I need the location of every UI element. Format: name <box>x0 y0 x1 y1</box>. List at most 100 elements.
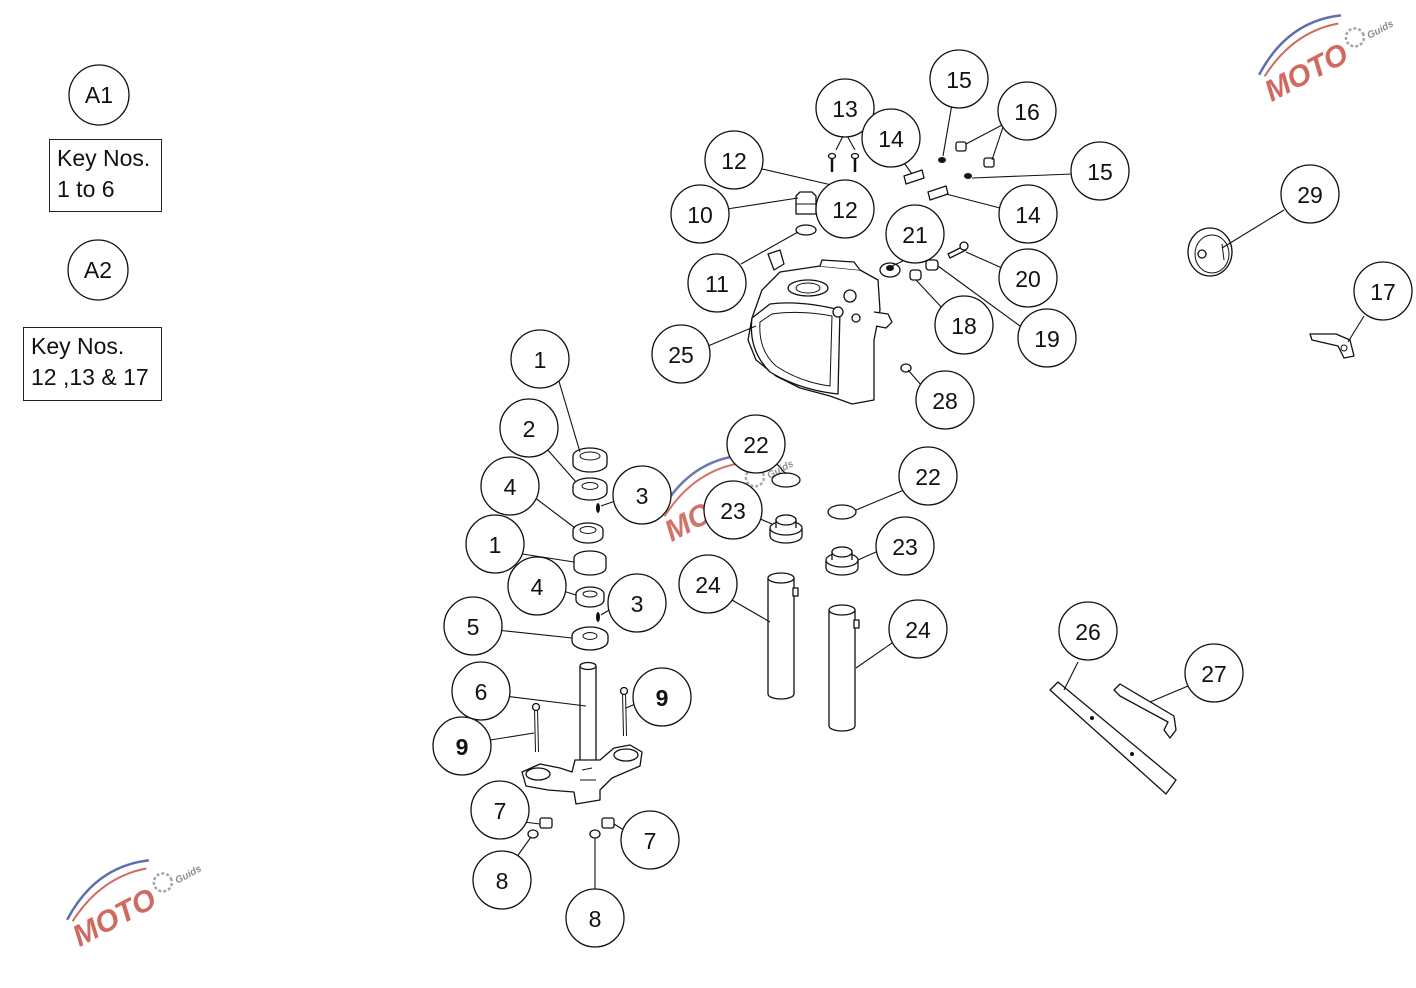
callout-label: 6 <box>475 679 488 705</box>
part-seal-lower <box>571 626 609 651</box>
callout-label: 4 <box>504 474 517 500</box>
callout-c12a: 12 <box>704 130 764 190</box>
part-oring-15-upper <box>938 157 946 163</box>
part-bolt-28 <box>900 363 912 373</box>
callout-c9b: 9 <box>632 667 692 727</box>
part-nut-right-upper <box>601 817 615 829</box>
callout-circle <box>875 516 935 576</box>
part-bearing-lower <box>575 586 605 608</box>
part-seal-ring-right <box>827 504 857 520</box>
callout-c2: 2 <box>499 398 559 458</box>
callout-label: 27 <box>1201 661 1227 687</box>
part-bolt-20 <box>947 241 969 259</box>
part-oring-15-lower <box>964 173 972 179</box>
callout-label: 29 <box>1297 182 1323 208</box>
part-spacer-18 <box>909 269 922 281</box>
callout-label: 5 <box>467 614 480 640</box>
callout-label: 8 <box>496 868 509 894</box>
callout-c7a: 7 <box>470 780 530 840</box>
legend-a1-badge: A1 <box>68 64 130 126</box>
callout-c1a: 1 <box>510 329 570 389</box>
callout-label: 1 <box>534 347 547 373</box>
part-plate-26 <box>1049 681 1177 795</box>
svg-text:MOTO: MOTO <box>67 882 161 953</box>
callout-c24a: 24 <box>678 554 738 614</box>
callout-circle <box>451 661 511 721</box>
callout-label: 3 <box>636 483 649 509</box>
part-spacer-19 <box>925 259 939 271</box>
callout-circle <box>888 599 948 659</box>
callout-label: 23 <box>892 534 918 560</box>
callout-circle <box>934 295 994 355</box>
callout-label: 12 <box>721 148 747 174</box>
callout-label: 19 <box>1034 326 1060 352</box>
part-nut-left-upper <box>539 817 553 829</box>
part-bolt-long-left <box>531 702 541 753</box>
callout-circle <box>703 480 763 540</box>
callout-c16: 16 <box>997 81 1057 141</box>
part-bush-right <box>825 546 859 576</box>
callout-label: 15 <box>946 67 972 93</box>
callout-circle <box>470 780 530 840</box>
legend-a1-note: Key Nos. 1 to 6 <box>49 139 162 212</box>
callout-circle <box>499 398 559 458</box>
part-nut-16-upper <box>955 141 967 152</box>
callout-circle <box>815 78 875 138</box>
callout-c17: 17 <box>1353 261 1413 321</box>
callout-c21: 21 <box>885 204 945 264</box>
part-bearing-upper <box>572 522 604 544</box>
callout-circle <box>997 81 1057 141</box>
svg-text:Guids: Guids <box>1365 18 1396 41</box>
part-bracket-27 <box>1113 683 1177 739</box>
callout-c10: 10 <box>670 184 730 244</box>
callout-c4b: 4 <box>507 556 567 616</box>
callout-label: 17 <box>1370 279 1396 305</box>
part-bearing-cup-lower <box>573 550 607 576</box>
callout-label: 16 <box>1014 99 1040 125</box>
callout-c3a: 3 <box>612 465 672 525</box>
callout-c23a: 23 <box>703 480 763 540</box>
part-washer-11 <box>795 224 817 236</box>
callout-c9a: 9 <box>432 716 492 776</box>
svg-text:A2: A2 <box>84 257 112 283</box>
callout-c15a: 15 <box>929 49 989 109</box>
callout-label: 14 <box>878 126 904 152</box>
svg-text:Guids: Guids <box>173 863 204 886</box>
callout-label: 18 <box>951 313 977 339</box>
part-oring-upper <box>596 503 600 513</box>
callout-c12b: 12 <box>815 179 875 239</box>
part-bracket-17 <box>1309 333 1355 359</box>
callout-label: 9 <box>656 685 669 711</box>
callout-label: 23 <box>720 498 746 524</box>
part-cover-plate-29 <box>1187 227 1233 277</box>
callout-label: 24 <box>695 572 721 598</box>
callout-label: 11 <box>705 271 729 297</box>
callout-c27: 27 <box>1184 643 1244 703</box>
callout-label: 26 <box>1075 619 1101 645</box>
callout-circle <box>915 370 975 430</box>
part-bush-21 <box>879 262 901 278</box>
callout-circle <box>704 130 764 190</box>
callout-label: 22 <box>743 432 769 458</box>
callout-circle <box>607 573 667 633</box>
callout-circle <box>929 49 989 109</box>
part-oring-lower <box>596 612 600 622</box>
part-headstock-housing <box>747 249 893 405</box>
callout-circle <box>507 556 567 616</box>
callout-c1b: 1 <box>465 514 525 574</box>
callout-circle <box>620 810 680 870</box>
callout-c24b: 24 <box>888 599 948 659</box>
callout-c25: 25 <box>651 324 711 384</box>
callout-c20: 20 <box>998 248 1058 308</box>
callout-c28: 28 <box>915 370 975 430</box>
callout-circle <box>678 554 738 614</box>
callout-label: 4 <box>531 574 544 600</box>
callout-label: 2 <box>523 416 536 442</box>
callout-circle <box>443 596 503 656</box>
part-nut-16-lower <box>983 157 995 168</box>
svg-text:A1: A1 <box>85 82 113 108</box>
part-washer-left <box>527 829 539 839</box>
